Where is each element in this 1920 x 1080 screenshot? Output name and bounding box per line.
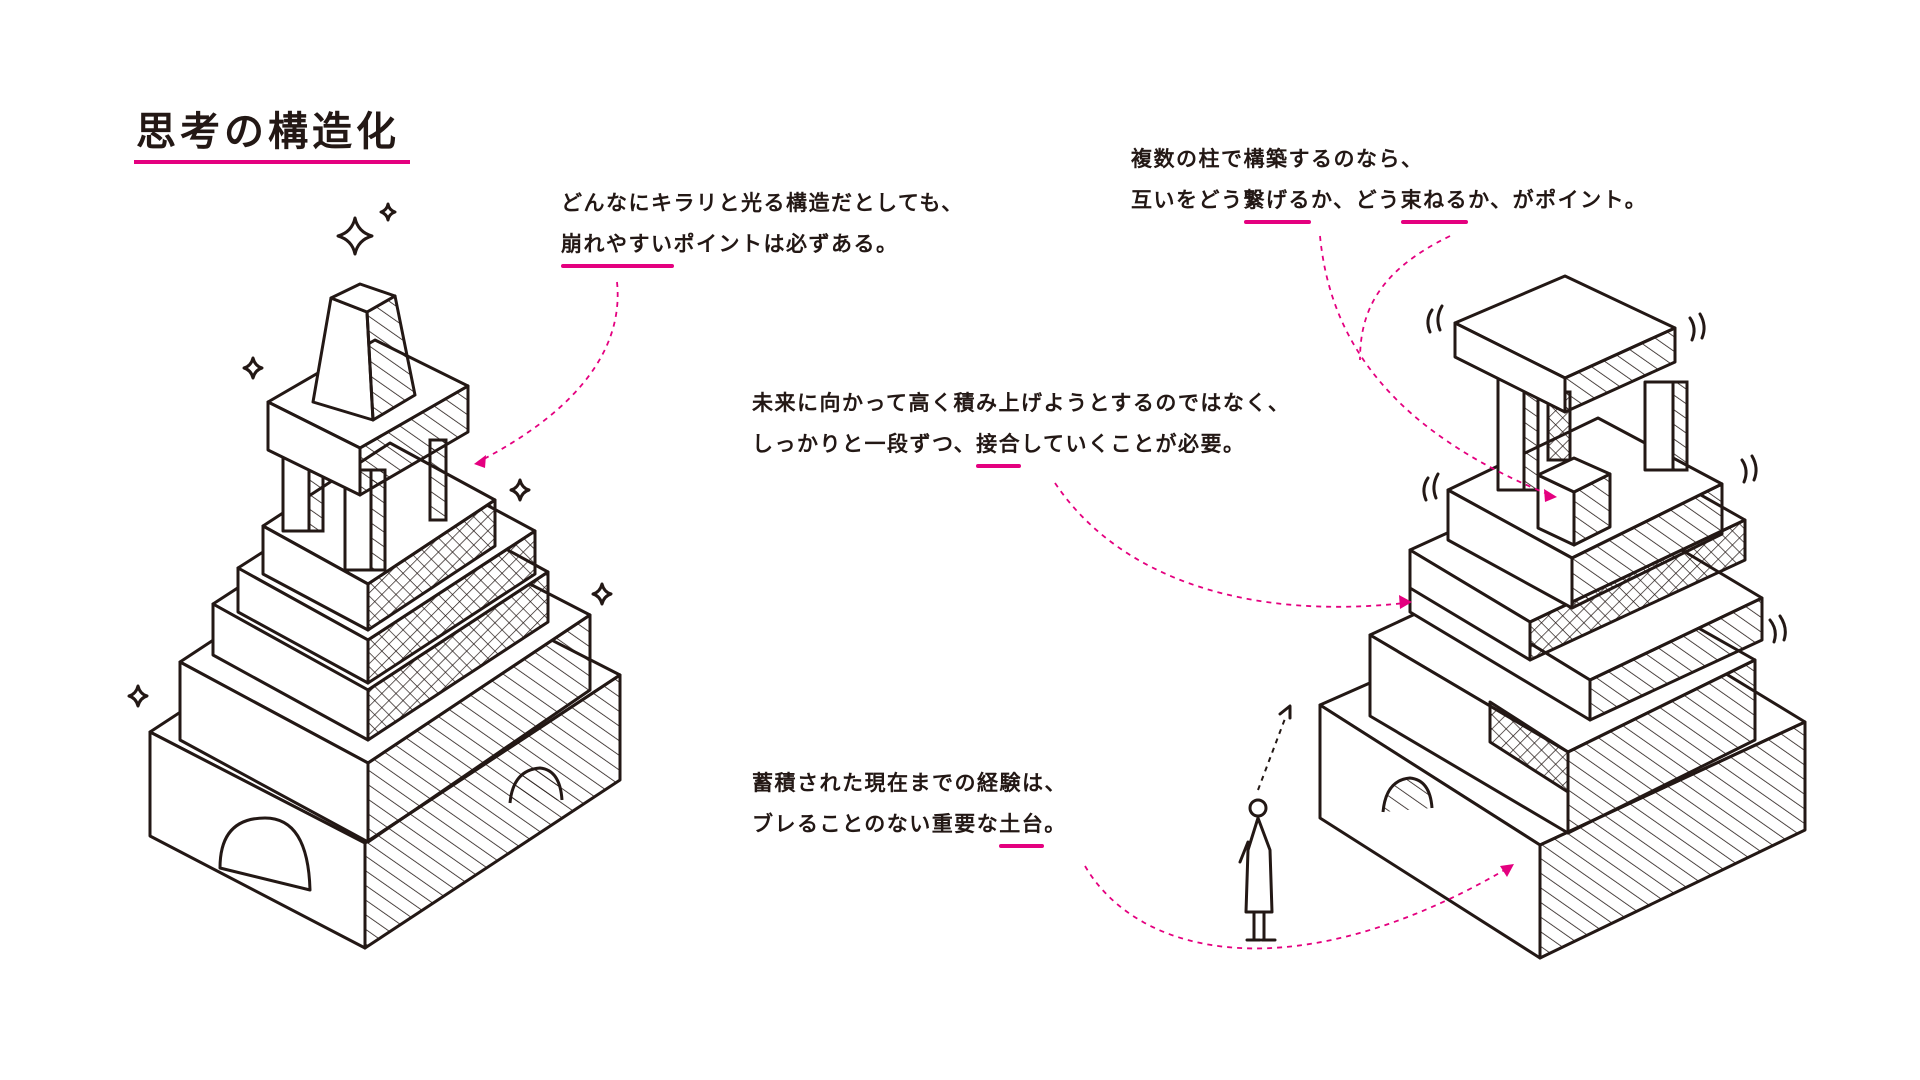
highlight-joint: 接合 [976,431,1022,468]
highlight-foundation: 土台 [999,811,1045,848]
connector-connect [1319,235,1551,496]
caption-foundation-text-a: ブレることのない重要な [752,812,1000,837]
arrowhead-icon [1500,864,1514,877]
connector-foundation [1084,865,1509,950]
caption-weak-points-line2: 崩れやすいポイントは必ずある。 [561,231,964,268]
caption-joining: 未来に向かって高く積み上げようとするのではなく、 しっかりと一段ずつ、接合してい… [752,390,1291,468]
arrow-up-icon [1278,704,1292,720]
person-figure [1238,704,1292,942]
highlight-weak: 崩れやすい [561,231,674,268]
caption-foundation-text-b: 。 [1044,812,1067,837]
sparkle-icon [242,356,264,380]
right-tower [1318,274,1807,960]
sparkle-icon [591,582,613,606]
title-underline [134,160,410,164]
caption-weak-points: どんなにキラリと光る構造だとしても、 崩れやすいポイントは必ずある。 [561,190,964,268]
connector-joint [1054,482,1406,608]
caption-foundation-line1: 蓄積された現在までの経験は、 [752,771,1067,795]
sparkle-icon [379,202,397,222]
wobble-marks [1422,304,1787,644]
arrowhead-icon [1544,489,1557,502]
left-tower [148,282,622,950]
connector-weak-point [477,281,619,463]
caption-pillars-text-a: 互いをどう [1131,188,1244,213]
page-title: 思考の構造化 [136,109,400,155]
caption-joining-line1: 未来に向かって高く積み上げようとするのではなく、 [752,391,1291,415]
connector-bundle [1359,235,1451,361]
connector-arrows [474,235,1557,950]
caption-pillars-text-c: か、がポイント。 [1468,188,1648,213]
sparkle-icon-large [336,216,374,256]
caption-pillars-text-b: か、どう [1311,188,1401,213]
left-spire [311,282,417,422]
caption-foundation: 蓄積された現在までの経験は、 ブレることのない重要な土台。 [752,770,1067,848]
arrowhead-icon [1399,595,1412,609]
caption-pillars: 複数の柱で構築するのなら、 互いをどう繋げるか、どう束ねるか、がポイント。 [1131,146,1648,224]
arrowhead-icon [474,455,486,468]
caption-weak-points-rest: ポイントは必ずある。 [673,232,899,257]
sparkle-icon [509,478,531,502]
caption-pillars-line1: 複数の柱で構築するのなら、 [1131,147,1424,171]
caption-joining-line2: しっかりと一段ずつ、接合していくことが必要。 [752,431,1290,468]
sparkle-icon [127,684,149,708]
caption-joining-text-b: していくことが必要。 [1021,432,1246,457]
highlight-bundle: 束ねる [1400,187,1469,224]
caption-foundation-line2: ブレることのない重要な土台。 [752,811,1067,848]
caption-joining-text-a: しっかりと一段ずつ、 [752,432,977,457]
caption-pillars-line2: 互いをどう繋げるか、どう束ねるか、がポイント。 [1131,187,1648,224]
sparkle-icons [127,202,613,708]
right-top-slab [1453,274,1677,414]
caption-weak-points-line1: どんなにキラリと光る構造だとしても、 [561,191,964,215]
highlight-connect: 繋げる [1243,187,1312,224]
